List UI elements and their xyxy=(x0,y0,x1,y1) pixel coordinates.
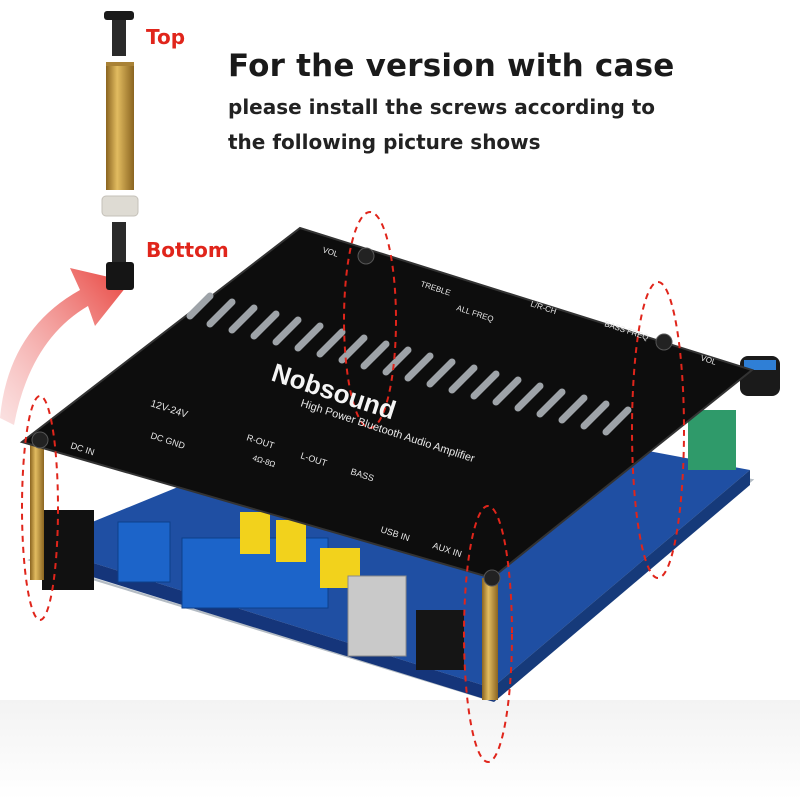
volume-knob-ring xyxy=(744,360,776,370)
screw-assembly xyxy=(101,11,139,290)
power-terminal xyxy=(117,521,171,583)
headline: For the version with case xyxy=(228,48,675,84)
vent-slots xyxy=(186,292,632,436)
screw-highlights xyxy=(21,211,685,763)
component-row xyxy=(42,510,464,670)
dc-jack xyxy=(42,510,94,590)
usb-port xyxy=(347,575,407,657)
capacitor xyxy=(240,512,270,554)
install-arrow xyxy=(0,268,130,425)
panel-screws xyxy=(31,247,673,587)
instruction-line-1: please install the screws according to xyxy=(228,95,656,119)
capacitor xyxy=(276,520,306,562)
bottom-label: Bottom xyxy=(146,238,229,262)
standoff xyxy=(30,440,44,580)
standoff xyxy=(482,578,498,700)
instruction-line-2: the following picture shows xyxy=(228,130,541,154)
top-label: Top xyxy=(146,25,186,49)
aux-jack xyxy=(416,610,464,670)
green-capacitor xyxy=(688,410,736,470)
